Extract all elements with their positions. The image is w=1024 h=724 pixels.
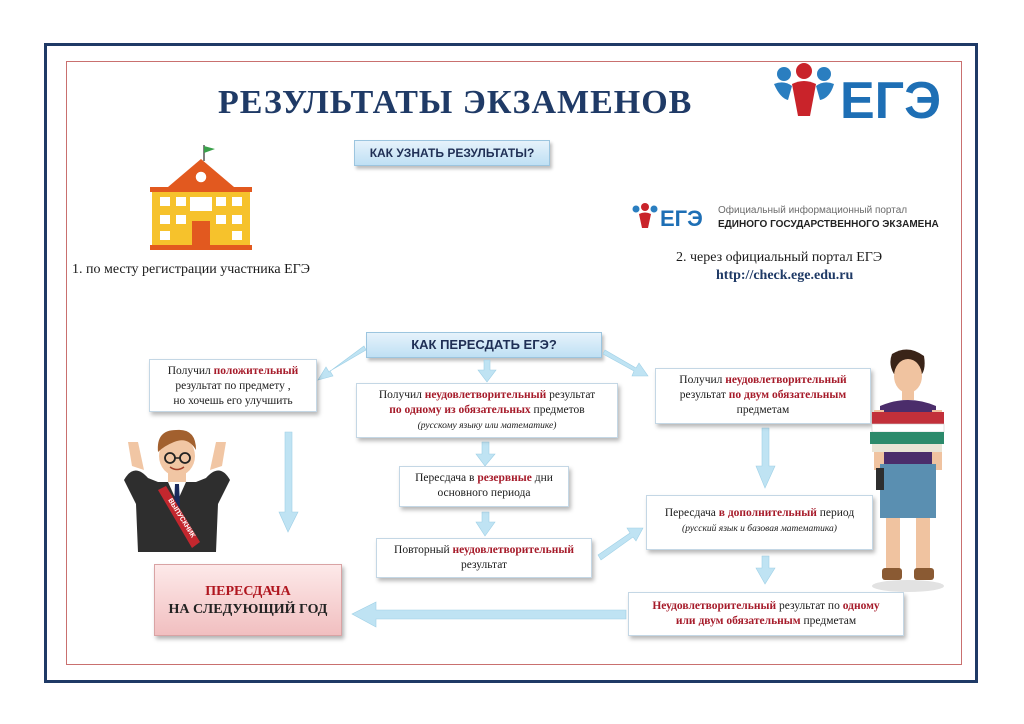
student-with-books-illustration bbox=[870, 349, 945, 592]
ege-logo-text: ЕГЭ bbox=[840, 72, 941, 130]
reserve-days-box: Пересдача в резервные дни основного пери… bbox=[399, 466, 569, 507]
arrow-header-to-one bbox=[477, 359, 497, 383]
additional-period-box: Пересдача в дополнительный период (русск… bbox=[646, 495, 873, 550]
arrow-one-to-reserve bbox=[475, 441, 496, 467]
arrow-two-down bbox=[755, 427, 776, 489]
page-title: РЕЗУЛЬТАТЫ ЭКЗАМЕНОВ bbox=[218, 84, 693, 121]
arrow-header-to-two bbox=[602, 349, 649, 377]
repeat-fail-box: Повторный неудовлетворительный результат bbox=[376, 538, 592, 578]
portal-subtitle: Официальный информационный портал bbox=[718, 205, 908, 216]
arrow-positive-down bbox=[278, 431, 299, 533]
arrow-fail-to-next bbox=[351, 601, 627, 628]
fail-two-subjects-box: Получил неудовлетворительный результат п… bbox=[655, 368, 871, 424]
option-registration-place: 1. по месту регистрации участника ЕГЭ bbox=[72, 262, 310, 277]
outer-frame bbox=[44, 43, 978, 683]
ege-portal-logo-text: ЕГЭ bbox=[660, 206, 703, 231]
portal-url-link[interactable]: http://check.ege.edu.ru bbox=[716, 268, 854, 283]
graduate-illustration: ВЫПУСКНИК bbox=[124, 429, 230, 552]
how-to-retake-header: КАК ПЕРЕСДАТЬ ЕГЭ? bbox=[366, 332, 602, 358]
how-to-find-header: КАК УЗНАТЬ РЕЗУЛЬТАТЫ? bbox=[354, 140, 550, 166]
arrow-header-to-positive bbox=[317, 345, 367, 381]
positive-result-box: Получил положительный результат по предм… bbox=[149, 359, 317, 412]
inner-frame bbox=[66, 61, 962, 665]
ege-portal-logo: ЕГЭ bbox=[632, 203, 703, 231]
arrow-reserve-to-repeat bbox=[475, 511, 496, 537]
option-official-portal: 2. через официальный портал ЕГЭ bbox=[676, 250, 883, 265]
arrow-extra-down bbox=[755, 555, 776, 585]
fail-one-subject-box: Получил неудовлетворительный результат п… bbox=[356, 383, 618, 438]
final-fail-box: Неудовлетворительный результат по одному… bbox=[628, 592, 904, 636]
arrow-repeat-to-extra bbox=[597, 527, 644, 561]
retake-next-year-box: ПЕРЕСДАЧА НА СЛЕДУЮЩИЙ ГОД bbox=[154, 564, 342, 636]
portal-name: ЕДИНОГО ГОСУДАРСТВЕННОГО ЭКЗАМЕНА bbox=[718, 219, 939, 230]
school-building-icon bbox=[150, 145, 252, 250]
ege-logo-large: ЕГЭ bbox=[774, 63, 941, 130]
